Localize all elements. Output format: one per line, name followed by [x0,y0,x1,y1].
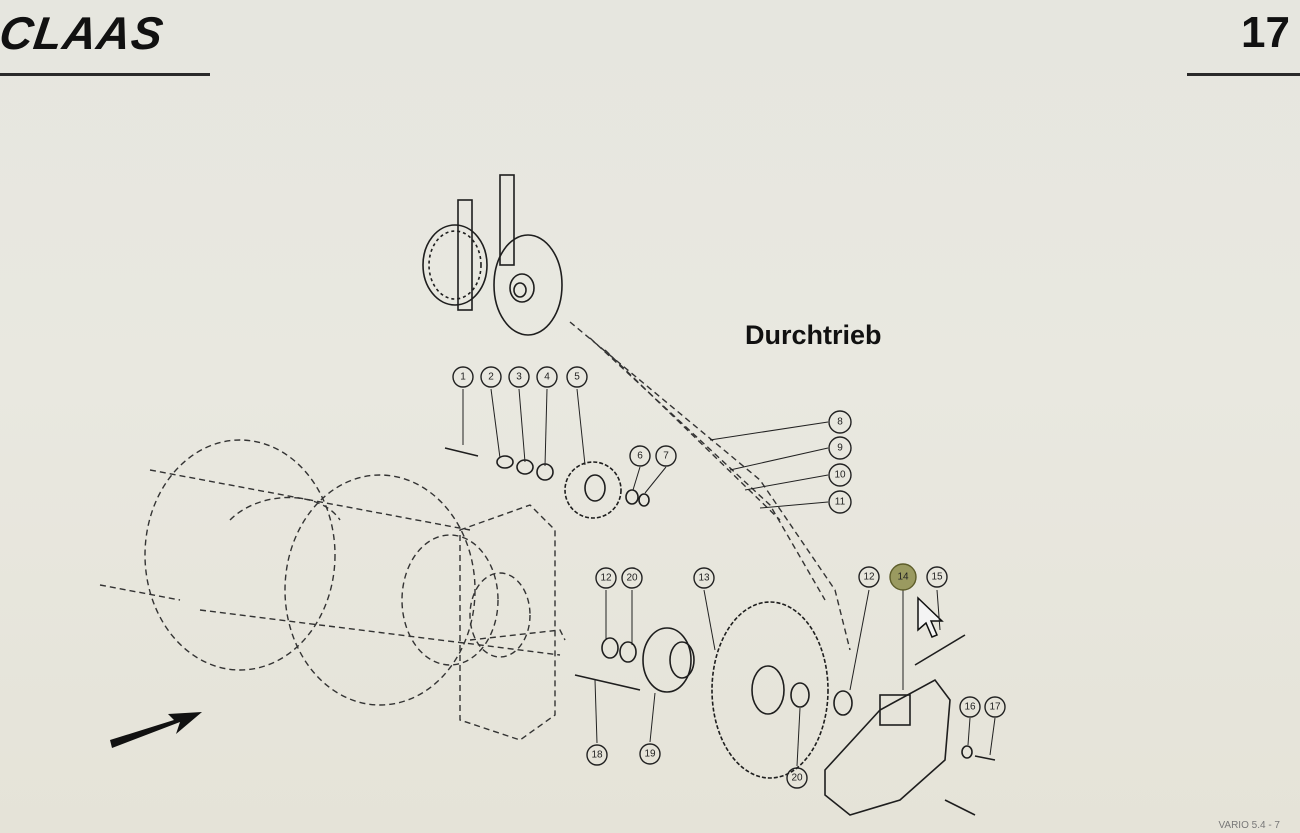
callout-12-right: 12 [858,566,880,588]
svg-text:11: 11 [835,497,846,508]
callout-18: 18 [586,744,608,766]
callout-7: 7 [655,445,677,467]
callout-11: 11 [828,490,852,514]
hub [574,627,695,693]
callout-14-highlighted[interactable]: 14 [889,563,917,591]
chain-dashed [569,321,851,651]
gearbox-dashed [401,504,566,741]
diagram-title: Durchtrieb [745,320,882,350]
header-rule-left [0,73,210,76]
svg-text:20: 20 [626,573,638,584]
svg-text:6: 6 [637,451,643,462]
leader-lines [462,388,996,767]
callout-20-top: 20 [621,567,643,589]
header-rule-right [1187,73,1300,76]
svg-text:14: 14 [897,572,909,583]
callout-20-bottom: 20 [786,767,808,789]
callout-17: 17 [984,696,1006,718]
callout-10: 10 [828,463,852,487]
svg-text:4: 4 [544,372,550,383]
svg-text:1: 1 [460,372,466,383]
callout-12-left: 12 [595,567,617,589]
svg-text:12: 12 [863,572,875,583]
svg-text:16: 16 [964,702,976,713]
callout-9: 9 [828,436,852,460]
callout-4: 4 [536,366,558,388]
callout-5: 5 [566,366,588,388]
callout-1: 1 [452,366,474,388]
svg-text:10: 10 [834,470,846,481]
sprocket-small [564,461,622,519]
drum-dashed [99,439,561,706]
svg-text:8: 8 [837,417,843,428]
top-drive-assembly [422,174,563,336]
callout-15: 15 [926,566,948,588]
page-number: 17 [1241,8,1290,57]
callout-6: 6 [629,445,651,467]
svg-text:5: 5 [574,372,580,383]
footer-text: VARIO 5.4 - 7 [1218,820,1280,831]
svg-text:2: 2 [488,372,494,383]
direction-arrow-icon [110,712,202,748]
callout-19: 19 [639,743,661,765]
svg-text:18: 18 [591,750,603,761]
svg-text:9: 9 [837,443,843,454]
callout-8: 8 [828,410,852,434]
svg-text:7: 7 [663,451,669,462]
callout-13: 13 [693,567,715,589]
svg-text:19: 19 [644,749,656,760]
mouse-cursor-icon [917,596,944,638]
svg-text:13: 13 [698,573,710,584]
washers-right [790,682,853,716]
svg-text:15: 15 [931,572,943,583]
svg-text:12: 12 [600,573,612,584]
svg-text:3: 3 [516,372,522,383]
svg-text:17: 17 [989,702,1001,713]
callout-2: 2 [480,366,502,388]
callout-16: 16 [959,696,981,718]
svg-text:20: 20 [791,773,803,784]
callout-3: 3 [508,366,530,388]
tensioner-plate [824,634,996,816]
sprocket-large [711,601,829,779]
